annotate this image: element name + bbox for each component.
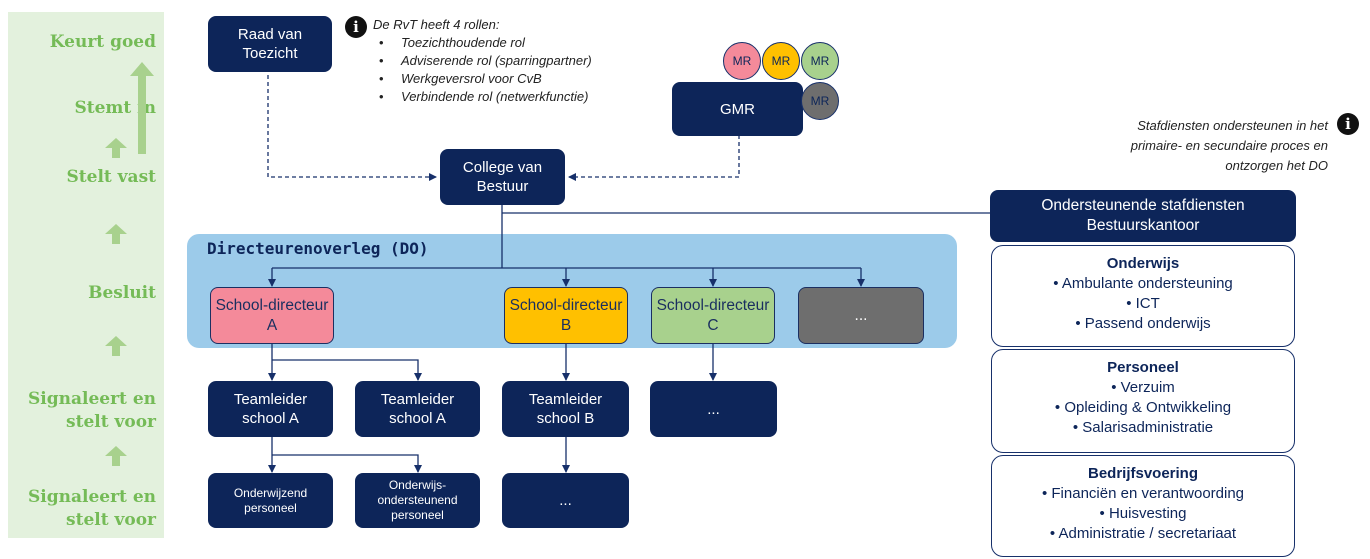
teamleader-a2-box: Teamleider school A [355,381,480,437]
rvt-label: Raad van Toezicht [237,26,303,62]
group-item: Huisvesting [992,504,1294,524]
mr-circle-yellow: MR [762,42,800,80]
teamleader-b-box: Teamleider school B [502,381,629,437]
up-arrow-icon [105,446,127,466]
up-arrow-icon [105,138,127,158]
info-icon: i [1337,113,1359,135]
director-more-box: ... [798,287,924,344]
staff-ondersteunend-box: Onderwijs-ondersteunend personeel [355,473,480,528]
services-note: Stafdiensten ondersteunen in het primair… [1130,118,1328,173]
mr-circle-gray: MR [801,82,839,120]
rvt-roles-note: De RvT heeft 4 rollen: Toezichthoudende … [373,16,663,106]
gmr-label: GMR [720,100,755,118]
rvt-role: Verbindende rol (netwerkfunctie) [373,88,663,106]
group-item: Administratie / secretariaat [992,524,1294,544]
step-stemt-in: Stemt in [74,98,156,118]
services-group-personeel: Personeel Verzuim Opleiding & Ontwikkeli… [991,349,1295,453]
director-a-box: School-directeur A [210,287,334,344]
director-c-label: School-directeur C [656,296,770,334]
step-keurt-goed: Keurt goed [49,32,156,52]
mr-circle-pink: MR [723,42,761,80]
decision-process-bar: Keurt goed Stemt in Stelt vast Besluit S… [8,12,164,538]
step-signaleert-2: Signaleert en stelt voor [28,487,156,530]
group-item: Salarisadministratie [992,418,1294,438]
services-group-onderwijs: Onderwijs Ambulante ondersteuning ICT Pa… [991,245,1295,347]
group-title: Bedrijfsvoering [1087,465,1199,482]
group-item: ICT [992,294,1294,314]
up-arrow-icon [105,336,127,356]
director-b-label: School-directeur B [509,296,623,334]
teamleader-label: Teamleider school B [528,391,603,427]
staff-more-box: ... [502,473,629,528]
group-item: Ambulante ondersteuning [992,274,1294,294]
staff-label: Onderwijzend personeel [233,485,308,515]
director-c-box: School-directeur C [651,287,775,344]
do-title: Directeurenoverleg (DO) [207,239,429,258]
teamleader-label: Teamleider school A [380,391,455,427]
cvb-box: College van Bestuur [440,149,565,205]
teamleader-label: Teamleider school A [233,391,308,427]
step-signaleert-1: Signaleert en stelt voor [28,389,156,432]
step-stelt-vast: Stelt vast [66,167,157,187]
director-a-label: School-directeur A [215,296,329,334]
group-item: Financiën en verantwoording [992,484,1294,504]
step-besluit: Besluit [88,283,156,303]
rvt-role: Toezichthoudende rol [373,34,663,52]
rvt-note-title: De RvT heeft 4 rollen: [373,17,500,32]
cvb-label: College van Bestuur [462,159,543,195]
services-header-label: Ondersteunende stafdiensten Bestuurskant… [1041,197,1245,234]
group-item: Verzuim [992,378,1294,398]
services-group-bedrijfsvoering: Bedrijfsvoering Financiën en verantwoord… [991,455,1295,557]
mr-circle-green: MR [801,42,839,80]
staff-onderwijzend-box: Onderwijzend personeel [208,473,333,528]
staff-label: ... [559,492,572,509]
info-icon: i [345,16,367,38]
teamleader-a-box: Teamleider school A [208,381,333,437]
teamleader-more-box: ... [650,381,777,437]
up-arrow-icon [105,224,127,244]
services-header-box: Ondersteunende stafdiensten Bestuurskant… [990,190,1296,242]
rvt-role: Adviserende rol (sparringpartner) [373,52,663,70]
group-title: Personeel [1107,359,1179,376]
rvt-role: Werkgeversrol voor CvB [373,70,663,88]
director-b-box: School-directeur B [504,287,628,344]
group-item: Opleiding & Ontwikkeling [992,398,1294,418]
rvt-box: Raad van Toezicht [208,16,332,72]
director-more-label: ... [854,306,868,324]
long-up-arrow-icon [130,62,154,154]
group-item: Passend onderwijs [992,314,1294,334]
group-title: Onderwijs [1106,255,1180,272]
staff-label: Onderwijs-ondersteunend personeel [377,478,458,522]
gmr-box: GMR [672,82,803,136]
teamleader-label: ... [707,400,720,418]
